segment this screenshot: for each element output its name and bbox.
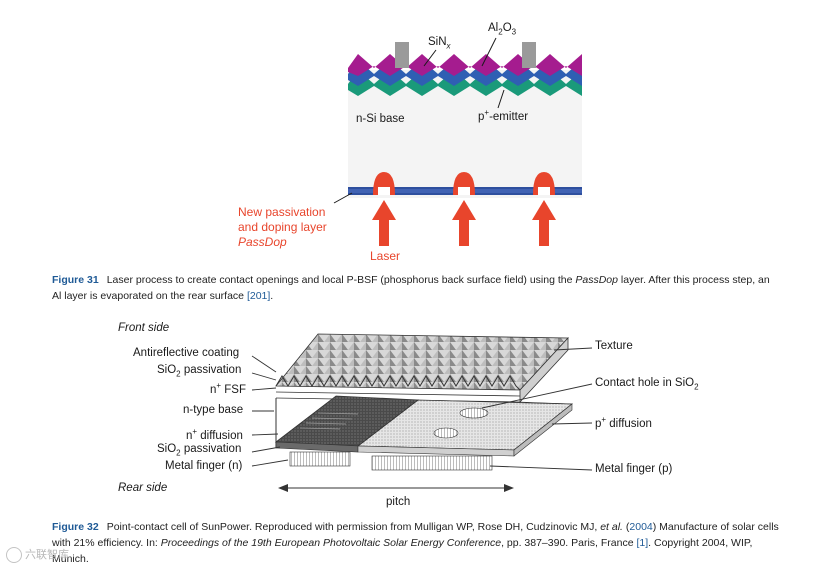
label-sinx: SiNx	[428, 36, 451, 51]
label-new-passivation: New passivation	[238, 205, 326, 219]
label-pitch: pitch	[386, 496, 411, 508]
metal-finger-n	[289, 451, 351, 467]
ref-1-link[interactable]: [1]	[636, 537, 649, 549]
year-2004-link[interactable]: 2004	[629, 521, 653, 533]
label-al2o3: Al2O3	[488, 22, 517, 37]
label-metal-finger-p: Metal finger (p)	[595, 463, 673, 475]
label-passdop: PassDop	[238, 235, 287, 249]
figure-32-label: Figure 32	[52, 521, 99, 533]
label-texture: Texture	[595, 340, 633, 352]
figure-31-label: Figure 31	[52, 274, 99, 286]
contact-hole-1	[459, 407, 489, 419]
front-contact-right	[522, 42, 536, 68]
figure-31-diagram	[333, 37, 582, 246]
label-n-diffusion: n+ diffusion	[186, 427, 243, 442]
label-p-emitter: p+-emitter	[478, 108, 529, 123]
label-n-fsf: n+ FSF	[210, 381, 246, 396]
figure-32-diagram	[251, 333, 593, 492]
label-p-diffusion: p+ diffusion	[595, 415, 652, 430]
front-contact-left	[395, 42, 409, 68]
label-doping-layer: and doping layer	[238, 220, 327, 234]
contact-hole-2	[433, 427, 459, 439]
label-rear-side: Rear side	[118, 482, 168, 494]
label-laser: Laser	[370, 249, 401, 263]
label-sio2-passivation-front: SiO2 passivation	[157, 364, 242, 379]
label-metal-finger-n: Metal finger (n)	[165, 460, 243, 472]
watermark: 六联智库	[6, 546, 69, 564]
laser-arrow-2	[452, 200, 476, 246]
front-zigzag-edge	[275, 375, 521, 391]
watermark-logo-icon	[6, 547, 22, 564]
label-contact-hole: Contact hole in SiO2	[595, 377, 699, 392]
metal-finger-p	[371, 455, 493, 471]
laser-arrow-3	[532, 200, 556, 246]
label-n-si-base: n-Si base	[356, 113, 405, 125]
label-antireflective: Antireflective coating	[133, 347, 240, 359]
label-front-side: Front side	[118, 322, 170, 334]
ref-201-link[interactable]: [201]	[246, 290, 271, 302]
label-sio2-passivation-rear: SiO2 passivation	[157, 443, 242, 458]
laser-arrow-1	[372, 200, 396, 246]
textured-surface	[275, 333, 569, 391]
label-n-type-base: n-type base	[183, 404, 244, 416]
